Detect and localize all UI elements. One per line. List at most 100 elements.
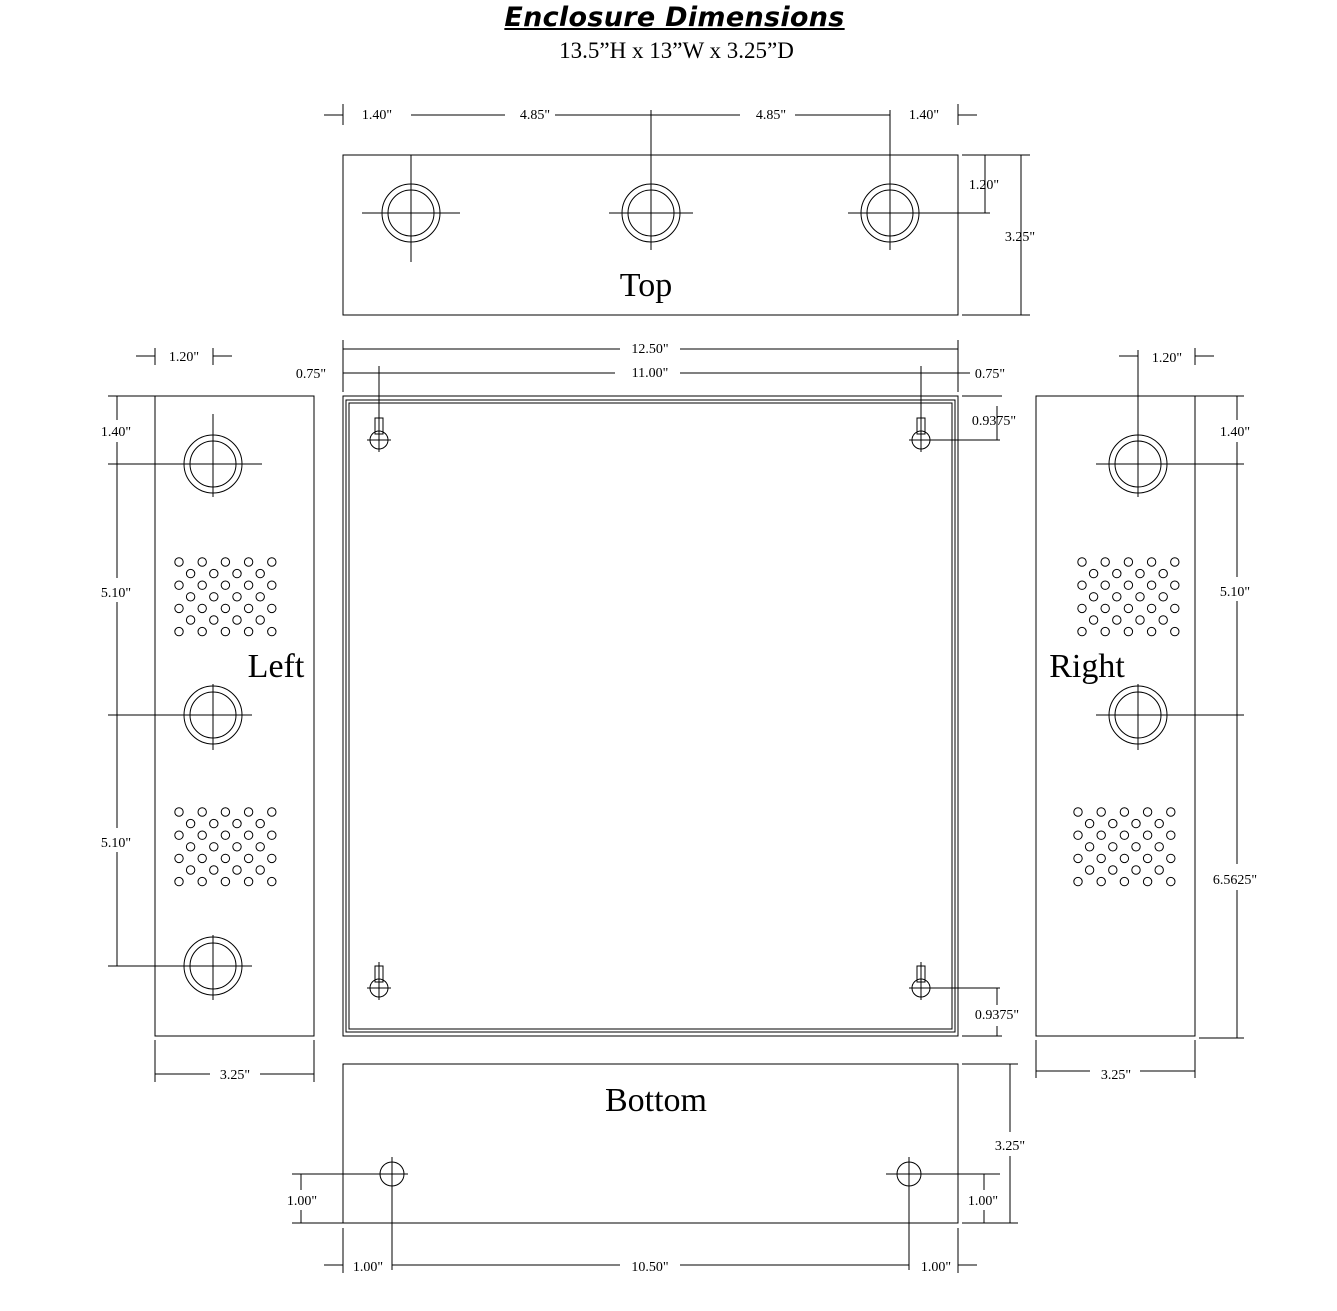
top-view: Top 1.40" 4.85" 4.85" 1.40" 1.20" 3.25" <box>324 104 1035 316</box>
vent-hole <box>185 592 196 602</box>
vent-hole <box>267 853 277 864</box>
vent-hole <box>209 592 219 602</box>
vent-hole <box>1096 807 1106 817</box>
dim-front-mr: 0.75" <box>975 367 1005 382</box>
left-knockout-2 <box>108 684 252 750</box>
vent-hole <box>209 615 219 625</box>
vent-hole <box>255 568 265 579</box>
vent-hole <box>197 876 207 887</box>
dim-bottom-1: 1.00" <box>353 1260 383 1275</box>
dim-bottom-hl: 1.00" <box>287 1194 317 1209</box>
vent-hole <box>243 603 254 614</box>
dim-front-kb: 0.9375" <box>975 1008 1019 1023</box>
vent-hole <box>1135 568 1145 579</box>
vent-hole <box>1119 830 1130 840</box>
vent-hole <box>255 842 265 852</box>
vent-hole <box>174 830 184 840</box>
vent-hole <box>267 807 277 817</box>
dim-top-2: 4.85" <box>520 108 550 123</box>
vent-hole <box>255 818 265 829</box>
vent-hole <box>220 557 231 567</box>
dim-left-w: 1.20" <box>169 350 199 365</box>
vent-hole <box>1146 557 1157 567</box>
vent-hole <box>1154 818 1164 829</box>
vent-hole <box>267 830 277 840</box>
dim-bottom-3: 1.00" <box>921 1260 951 1275</box>
vent-hole <box>220 580 231 590</box>
vent-hole <box>1158 592 1168 602</box>
top-knockout-2 <box>609 110 693 250</box>
vent-hole <box>267 580 277 590</box>
vent-hole <box>1084 818 1095 829</box>
vent-hole <box>197 603 207 614</box>
vent-hole <box>1088 568 1099 579</box>
vent-hole <box>1146 603 1157 614</box>
vent-hole <box>1170 557 1180 567</box>
bottom-hole-left <box>292 1157 408 1270</box>
dim-bottom-2: 10.50" <box>631 1260 668 1275</box>
vent-hole <box>1112 592 1122 602</box>
vent-hole <box>220 853 231 864</box>
vent-hole <box>1096 853 1106 864</box>
vent-hole <box>1123 557 1134 567</box>
dim-right-d: 3.25" <box>1101 1068 1131 1083</box>
vent-hole <box>1096 830 1106 840</box>
vent-hole <box>1088 615 1099 625</box>
vent-hole <box>232 615 242 625</box>
vent-hole <box>1108 865 1118 875</box>
keyhole-bottom-right <box>909 962 1000 1000</box>
left-vent-upper <box>174 557 277 637</box>
front-panel-outer <box>342 395 959 1037</box>
vent-hole <box>174 853 184 864</box>
page-title: Enclosure Dimensions <box>504 2 845 33</box>
vent-hole <box>209 568 219 579</box>
dim-top-4: 1.40" <box>909 108 939 123</box>
vent-hole <box>1146 580 1157 590</box>
vent-hole <box>1077 603 1087 614</box>
vent-hole <box>174 557 184 567</box>
vent-hole <box>1119 807 1130 817</box>
vent-hole <box>1166 853 1176 864</box>
bottom-hole-right <box>886 1157 1000 1270</box>
vent-hole <box>267 876 277 887</box>
vent-hole <box>1073 807 1083 817</box>
vent-hole <box>220 830 231 840</box>
vent-hole <box>232 865 242 875</box>
vent-hole <box>243 626 254 637</box>
vent-hole <box>1084 865 1095 875</box>
vent-hole <box>1131 865 1141 875</box>
vent-hole <box>1088 592 1099 602</box>
right-knockout-1 <box>1096 350 1244 497</box>
vent-hole <box>197 830 207 840</box>
vent-hole <box>174 626 184 637</box>
right-view: Right 1.20" 1.40" 5.10" 6.5625" 3.25" <box>1035 348 1257 1083</box>
vent-hole <box>209 818 219 829</box>
dim-top-h1: 1.20" <box>969 178 999 193</box>
vent-hole <box>197 626 207 637</box>
vent-hole <box>197 853 207 864</box>
vent-hole <box>1100 603 1110 614</box>
vent-hole <box>1170 626 1180 637</box>
vent-hole <box>185 568 196 579</box>
vent-hole <box>1100 557 1110 567</box>
keyhole-bottom-left <box>367 962 391 1000</box>
vent-hole <box>232 592 242 602</box>
page-subtitle: 13.5”H x 13”W x 3.25”D <box>559 38 794 63</box>
dim-front-w2: 11.00" <box>632 366 669 381</box>
vent-hole <box>174 603 184 614</box>
vent-hole <box>1158 615 1168 625</box>
vent-hole <box>1131 818 1141 829</box>
vent-hole <box>1073 830 1083 840</box>
vent-hole <box>1119 876 1130 887</box>
right-vent-lower <box>1073 807 1176 887</box>
dim-left-1: 1.40" <box>101 425 131 440</box>
dim-right-1: 1.40" <box>1220 425 1250 440</box>
dim-left-d: 3.25" <box>220 1068 250 1083</box>
vent-hole <box>1166 807 1176 817</box>
dim-top-h2: 3.25" <box>1005 230 1035 245</box>
vent-hole <box>1131 842 1141 852</box>
vent-hole <box>220 626 231 637</box>
vent-hole <box>1154 842 1164 852</box>
dim-right-w: 1.20" <box>1152 351 1182 366</box>
